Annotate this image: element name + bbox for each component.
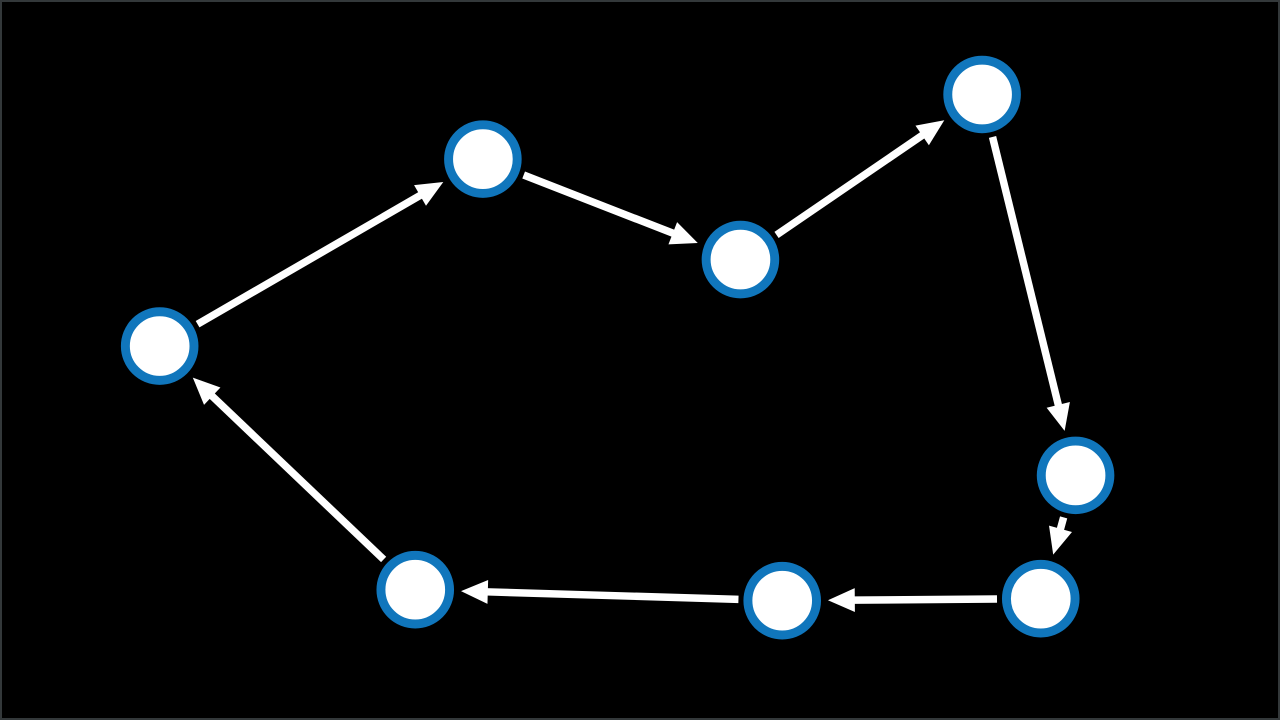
- graph-node-bottom-middle: [743, 561, 821, 640]
- edge-arrowhead-n1-n2: [414, 181, 444, 206]
- graph-node-bottom-left: [376, 550, 455, 629]
- edge-line-n3-n4: [774, 131, 926, 238]
- graph-node-top-middle: [701, 220, 780, 299]
- edge-line-n2-n3: [522, 171, 677, 238]
- edge-arrowhead-n8-n1: [192, 377, 221, 405]
- graph-node-upper-left: [444, 120, 522, 198]
- edge-line-n7-n8: [485, 588, 739, 604]
- edge-line-n6-n7: [852, 595, 998, 604]
- edge-line-n4-n5: [988, 136, 1063, 408]
- edge-arrowhead-n4-n5: [1046, 401, 1070, 431]
- edge-line-n5-n6: [1056, 516, 1068, 532]
- edge-arrowhead-n3-n4: [915, 120, 945, 146]
- graph-node-left: [120, 307, 199, 385]
- edge-arrowhead-n2-n3: [668, 222, 698, 245]
- edge-line-n8-n1: [208, 392, 387, 563]
- graph-node-top-right: [943, 55, 1021, 134]
- edge-arrowhead-n5-n6: [1049, 525, 1072, 555]
- graph-node-bottom-right: [1001, 559, 1080, 638]
- graph-node-right: [1036, 436, 1115, 515]
- edge-arrowhead-n7-n8: [461, 579, 489, 604]
- edge-arrowhead-n6-n7: [827, 588, 855, 612]
- edge-line-n1-n2: [195, 191, 424, 328]
